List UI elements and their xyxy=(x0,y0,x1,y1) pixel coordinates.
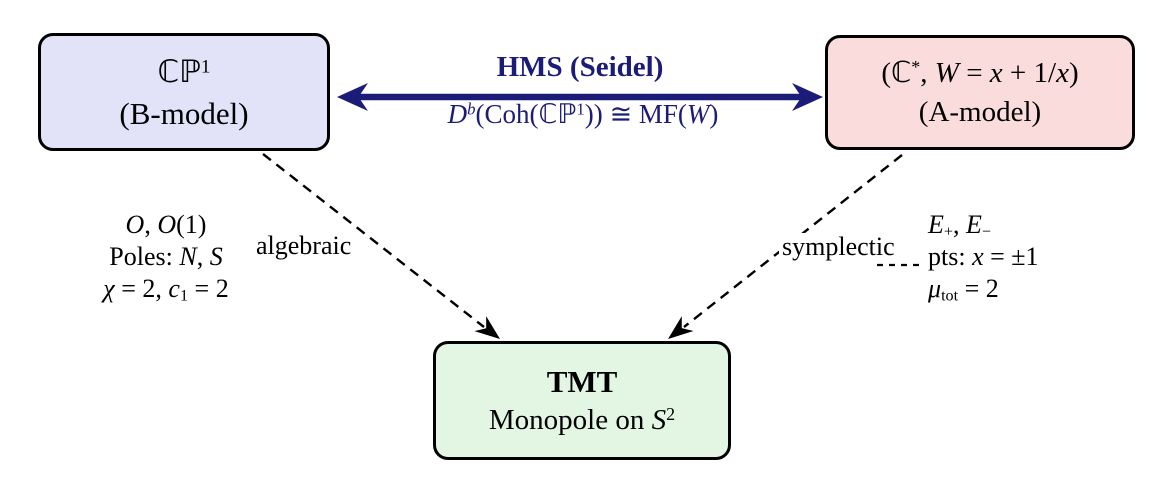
hms-arrowhead-left xyxy=(337,83,368,111)
symplectic-edge-arrowhead xyxy=(668,316,694,339)
a-annotation-critical-points: pts: x = ±1 xyxy=(928,242,1039,271)
b-annotation-poles: Poles: N, S xyxy=(109,242,223,271)
algebraic-edge-arrowhead xyxy=(474,316,500,339)
a-annotation-branes: E+, E− xyxy=(928,210,991,241)
tmt-subtitle: Monopole on S2 xyxy=(488,403,676,436)
algebraic-edge-label: algebraic xyxy=(253,232,355,260)
tmt-node: TMT Monopole on S2 xyxy=(433,341,731,460)
a-model-subtitle: (A-model) xyxy=(918,96,1042,128)
b-model-annotation: O, O(1) Poles: N, S χ = 2, c1 = 2 xyxy=(56,209,276,305)
tmt-title: TMT xyxy=(546,363,618,399)
hms-arrow-label: HMS (Seidel) xyxy=(496,51,664,83)
symplectic-edge-label: symplectic xyxy=(779,233,898,261)
a-model-title: (ℂ*, W = x + 1/x) xyxy=(881,55,1079,89)
b-annotation-sheaves: O, O(1) xyxy=(125,210,207,239)
b-model-subtitle: (B-model) xyxy=(119,95,249,131)
b-annotation-invariants: χ = 2, c1 = 2 xyxy=(103,274,229,305)
a-annotation-morse-index: μtot = 2 xyxy=(928,274,999,305)
b-model-node: ℂℙ1 (B-model) xyxy=(38,33,330,151)
b-model-title: ℂℙ1 xyxy=(157,53,211,90)
hms-arrowhead-right xyxy=(792,83,823,111)
a-model-annotation: E+, E− pts: x = ±1 μtot = 2 xyxy=(928,209,1148,305)
algebraic-edge-line xyxy=(262,153,485,328)
a-model-node: (ℂ*, W = x + 1/x) (A-model) xyxy=(825,35,1135,150)
hms-equivalence-formula: Db(Coh(ℂℙ1)) ≅ MF(W) xyxy=(447,99,719,130)
